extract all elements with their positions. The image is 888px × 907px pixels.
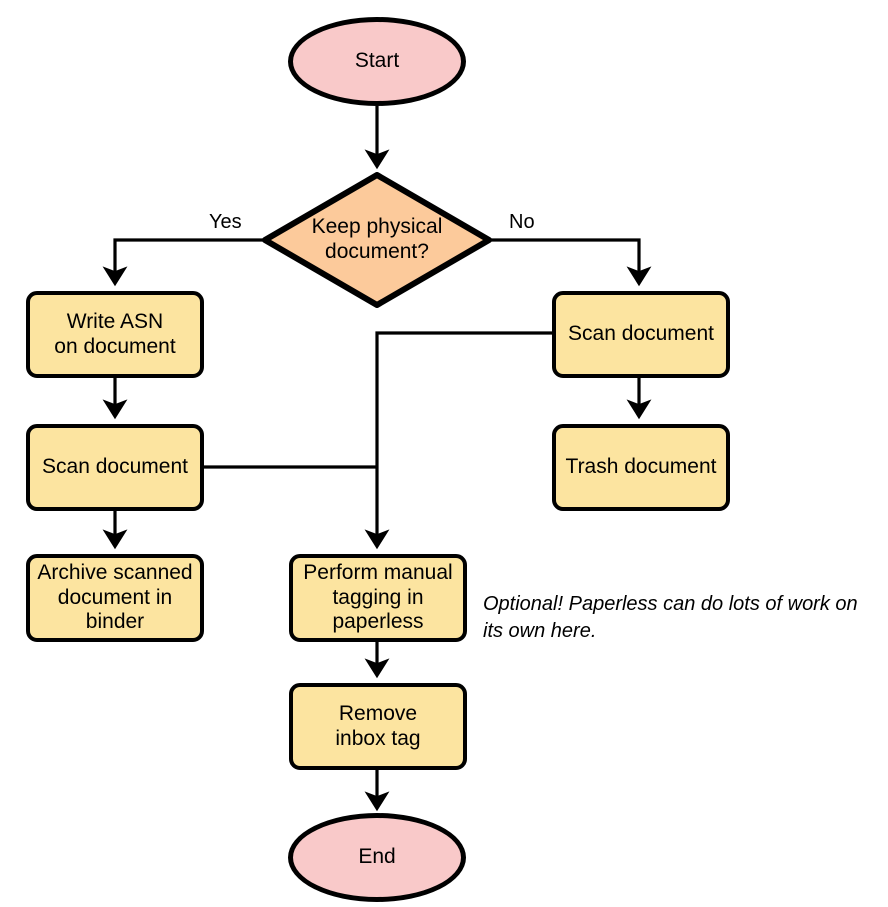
node-write-asn-on-document-label: Write ASN on document <box>54 309 176 358</box>
node-write-asn-on-document[interactable]: Write ASN on document <box>26 291 204 378</box>
edge-label-no: No <box>509 211 535 233</box>
node-end[interactable]: End <box>288 813 466 902</box>
node-end-label: End <box>358 845 396 869</box>
node-remove-inbox-tag[interactable]: Remove inbox tag <box>289 683 467 770</box>
node-archive-scanned-document-in-binder-label: Archive scanned document in binder <box>37 560 193 634</box>
node-scan-document-left[interactable]: Scan document <box>26 424 204 511</box>
edge-label-yes: Yes <box>209 211 242 233</box>
node-scan-document-right[interactable]: Scan document <box>552 291 730 378</box>
node-archive-scanned-document-in-binder[interactable]: Archive scanned document in binder <box>26 554 204 642</box>
node-scan-document-right-label: Scan document <box>568 322 714 346</box>
node-trash-document[interactable]: Trash document <box>552 424 730 511</box>
edge-decision-yes-to-write-asn <box>102 238 263 287</box>
edge-decision-no-to-scan-right <box>491 238 652 287</box>
node-keep-physical-document[interactable]: Keep physical document? <box>262 172 492 308</box>
node-scan-document-left-label: Scan document <box>42 455 188 479</box>
node-start[interactable]: Start <box>288 17 466 106</box>
node-keep-physical-document-label: Keep physical document? <box>311 215 443 263</box>
node-start-label: Start <box>354 49 400 73</box>
edge-scan-right-to-manual-tagging <box>364 331 552 550</box>
diamond-shape <box>262 172 492 308</box>
node-perform-manual-tagging[interactable]: Perform manual tagging in paperless <box>289 554 467 642</box>
node-remove-inbox-tag-label: Remove inbox tag <box>335 701 421 750</box>
node-perform-manual-tagging-label: Perform manual tagging in paperless <box>303 560 453 634</box>
annotation-optional-note: Optional! Paperless can do lots of work … <box>483 593 858 642</box>
node-trash-document-label: Trash document <box>565 455 717 479</box>
